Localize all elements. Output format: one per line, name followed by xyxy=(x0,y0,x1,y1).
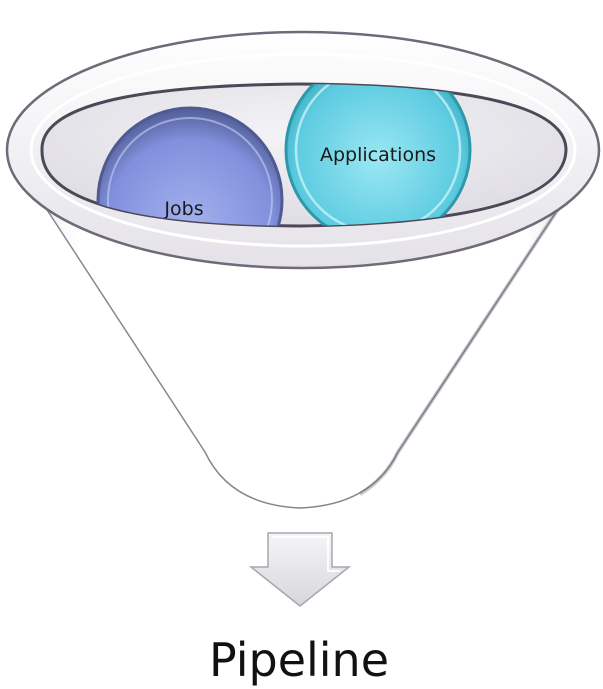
input-label-applications: Applications xyxy=(320,144,436,166)
down-arrow-highlight xyxy=(272,536,340,572)
output-label: Pipeline xyxy=(209,633,389,687)
down-arrow-icon xyxy=(248,532,352,607)
input-bubble-jobs: Jobs xyxy=(96,106,284,226)
input-bubble-applications: Applications xyxy=(284,84,472,226)
funnel-edge-shadow xyxy=(358,148,599,496)
funnel-rim-inner-edge xyxy=(29,52,577,248)
input-label-jobs: Jobs xyxy=(163,198,203,220)
